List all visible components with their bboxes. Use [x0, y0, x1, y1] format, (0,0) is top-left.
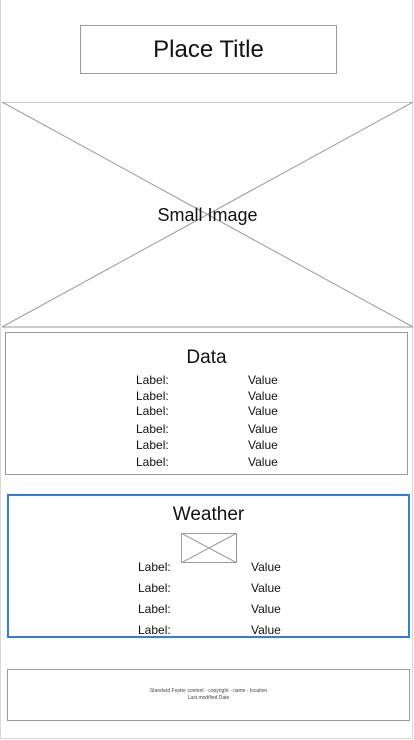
- data-row-value: Value: [248, 438, 278, 452]
- data-row-label: Label:: [136, 455, 169, 469]
- data-section: Data Label: Value Label: Value Label: Va…: [5, 332, 408, 475]
- data-row-label: Label:: [136, 389, 169, 403]
- weather-row-value: Value: [251, 560, 281, 574]
- data-row-value: Value: [248, 422, 278, 436]
- data-row-value: Value: [248, 404, 278, 418]
- weather-row-value: Value: [251, 581, 281, 595]
- small-image-placeholder: Small Image: [2, 102, 413, 328]
- data-row-label: Label:: [136, 422, 169, 436]
- weather-row-value: Value: [251, 602, 281, 616]
- footer-text: Standard Footer content - copyright - na…: [149, 688, 268, 694]
- data-row-value: Value: [248, 455, 278, 469]
- weather-row-value: Value: [251, 623, 281, 637]
- data-row-value: Value: [248, 389, 278, 403]
- place-title-box: Place Title: [80, 25, 337, 74]
- footer: Standard Footer content - copyright - na…: [7, 669, 410, 721]
- data-row-label: Label:: [136, 438, 169, 452]
- weather-row-label: Label:: [138, 623, 171, 637]
- weather-section-title: Weather: [172, 504, 245, 525]
- weather-image-placeholder-icon: [181, 533, 237, 563]
- data-row-label: Label:: [136, 404, 169, 418]
- weather-row-label: Label:: [138, 560, 171, 574]
- weather-row-label: Label:: [138, 602, 171, 616]
- image-label: Small Image: [157, 205, 258, 225]
- data-section-title: Data: [186, 347, 227, 368]
- data-row-value: Value: [248, 373, 278, 387]
- place-title: Place Title: [153, 35, 264, 63]
- image-placeholder-icon: [2, 102, 413, 328]
- weather-section[interactable]: Weather Label: Value Label: Value Label:…: [7, 494, 410, 638]
- data-row-label: Label:: [136, 373, 169, 387]
- weather-row-label: Label:: [138, 581, 171, 595]
- footer-modified-date: Last modified Date: [187, 695, 230, 701]
